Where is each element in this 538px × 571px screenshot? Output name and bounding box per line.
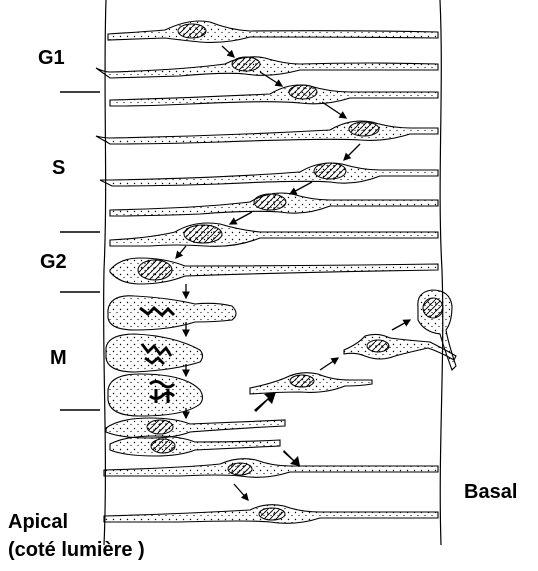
cell-row-9-mitotic <box>108 296 236 330</box>
phase-label-g1: G1 <box>38 48 65 68</box>
apical-side-sublabel: (coté lumière ) <box>8 540 145 560</box>
apical-boundary-line <box>104 0 106 545</box>
apical-side-label: Apical <box>8 512 68 532</box>
cell-row-15 <box>104 505 438 524</box>
cell-row-2 <box>96 57 438 78</box>
cell-row-10-mitotic <box>106 334 203 372</box>
phase-label-g2: G2 <box>40 252 67 272</box>
basal-boundary-line <box>440 0 443 545</box>
cell-row-6 <box>110 193 438 216</box>
cell-row-13-daughter <box>110 436 280 456</box>
phase-label-s: S <box>52 158 65 178</box>
cell-row-8 <box>110 258 438 284</box>
migrating-cell-2 <box>344 334 456 360</box>
migrating-cell-1 <box>250 373 372 394</box>
cell-row-12-daughter <box>106 418 285 438</box>
bold-arrow-basal-1 <box>254 392 276 412</box>
cell-row-7 <box>110 223 438 246</box>
cell-row-4 <box>96 121 438 144</box>
cell-row-1 <box>108 21 438 42</box>
migrating-cell-3 <box>418 290 456 370</box>
cell-row-3 <box>110 85 438 106</box>
cell-row-5 <box>100 163 438 186</box>
phase-label-m: M <box>50 348 67 368</box>
cell-row-14 <box>104 459 438 478</box>
basal-side-label: Basal <box>464 482 517 502</box>
cell-row-11-mitotic <box>108 374 203 416</box>
bold-arrow-basal-2 <box>283 450 300 466</box>
